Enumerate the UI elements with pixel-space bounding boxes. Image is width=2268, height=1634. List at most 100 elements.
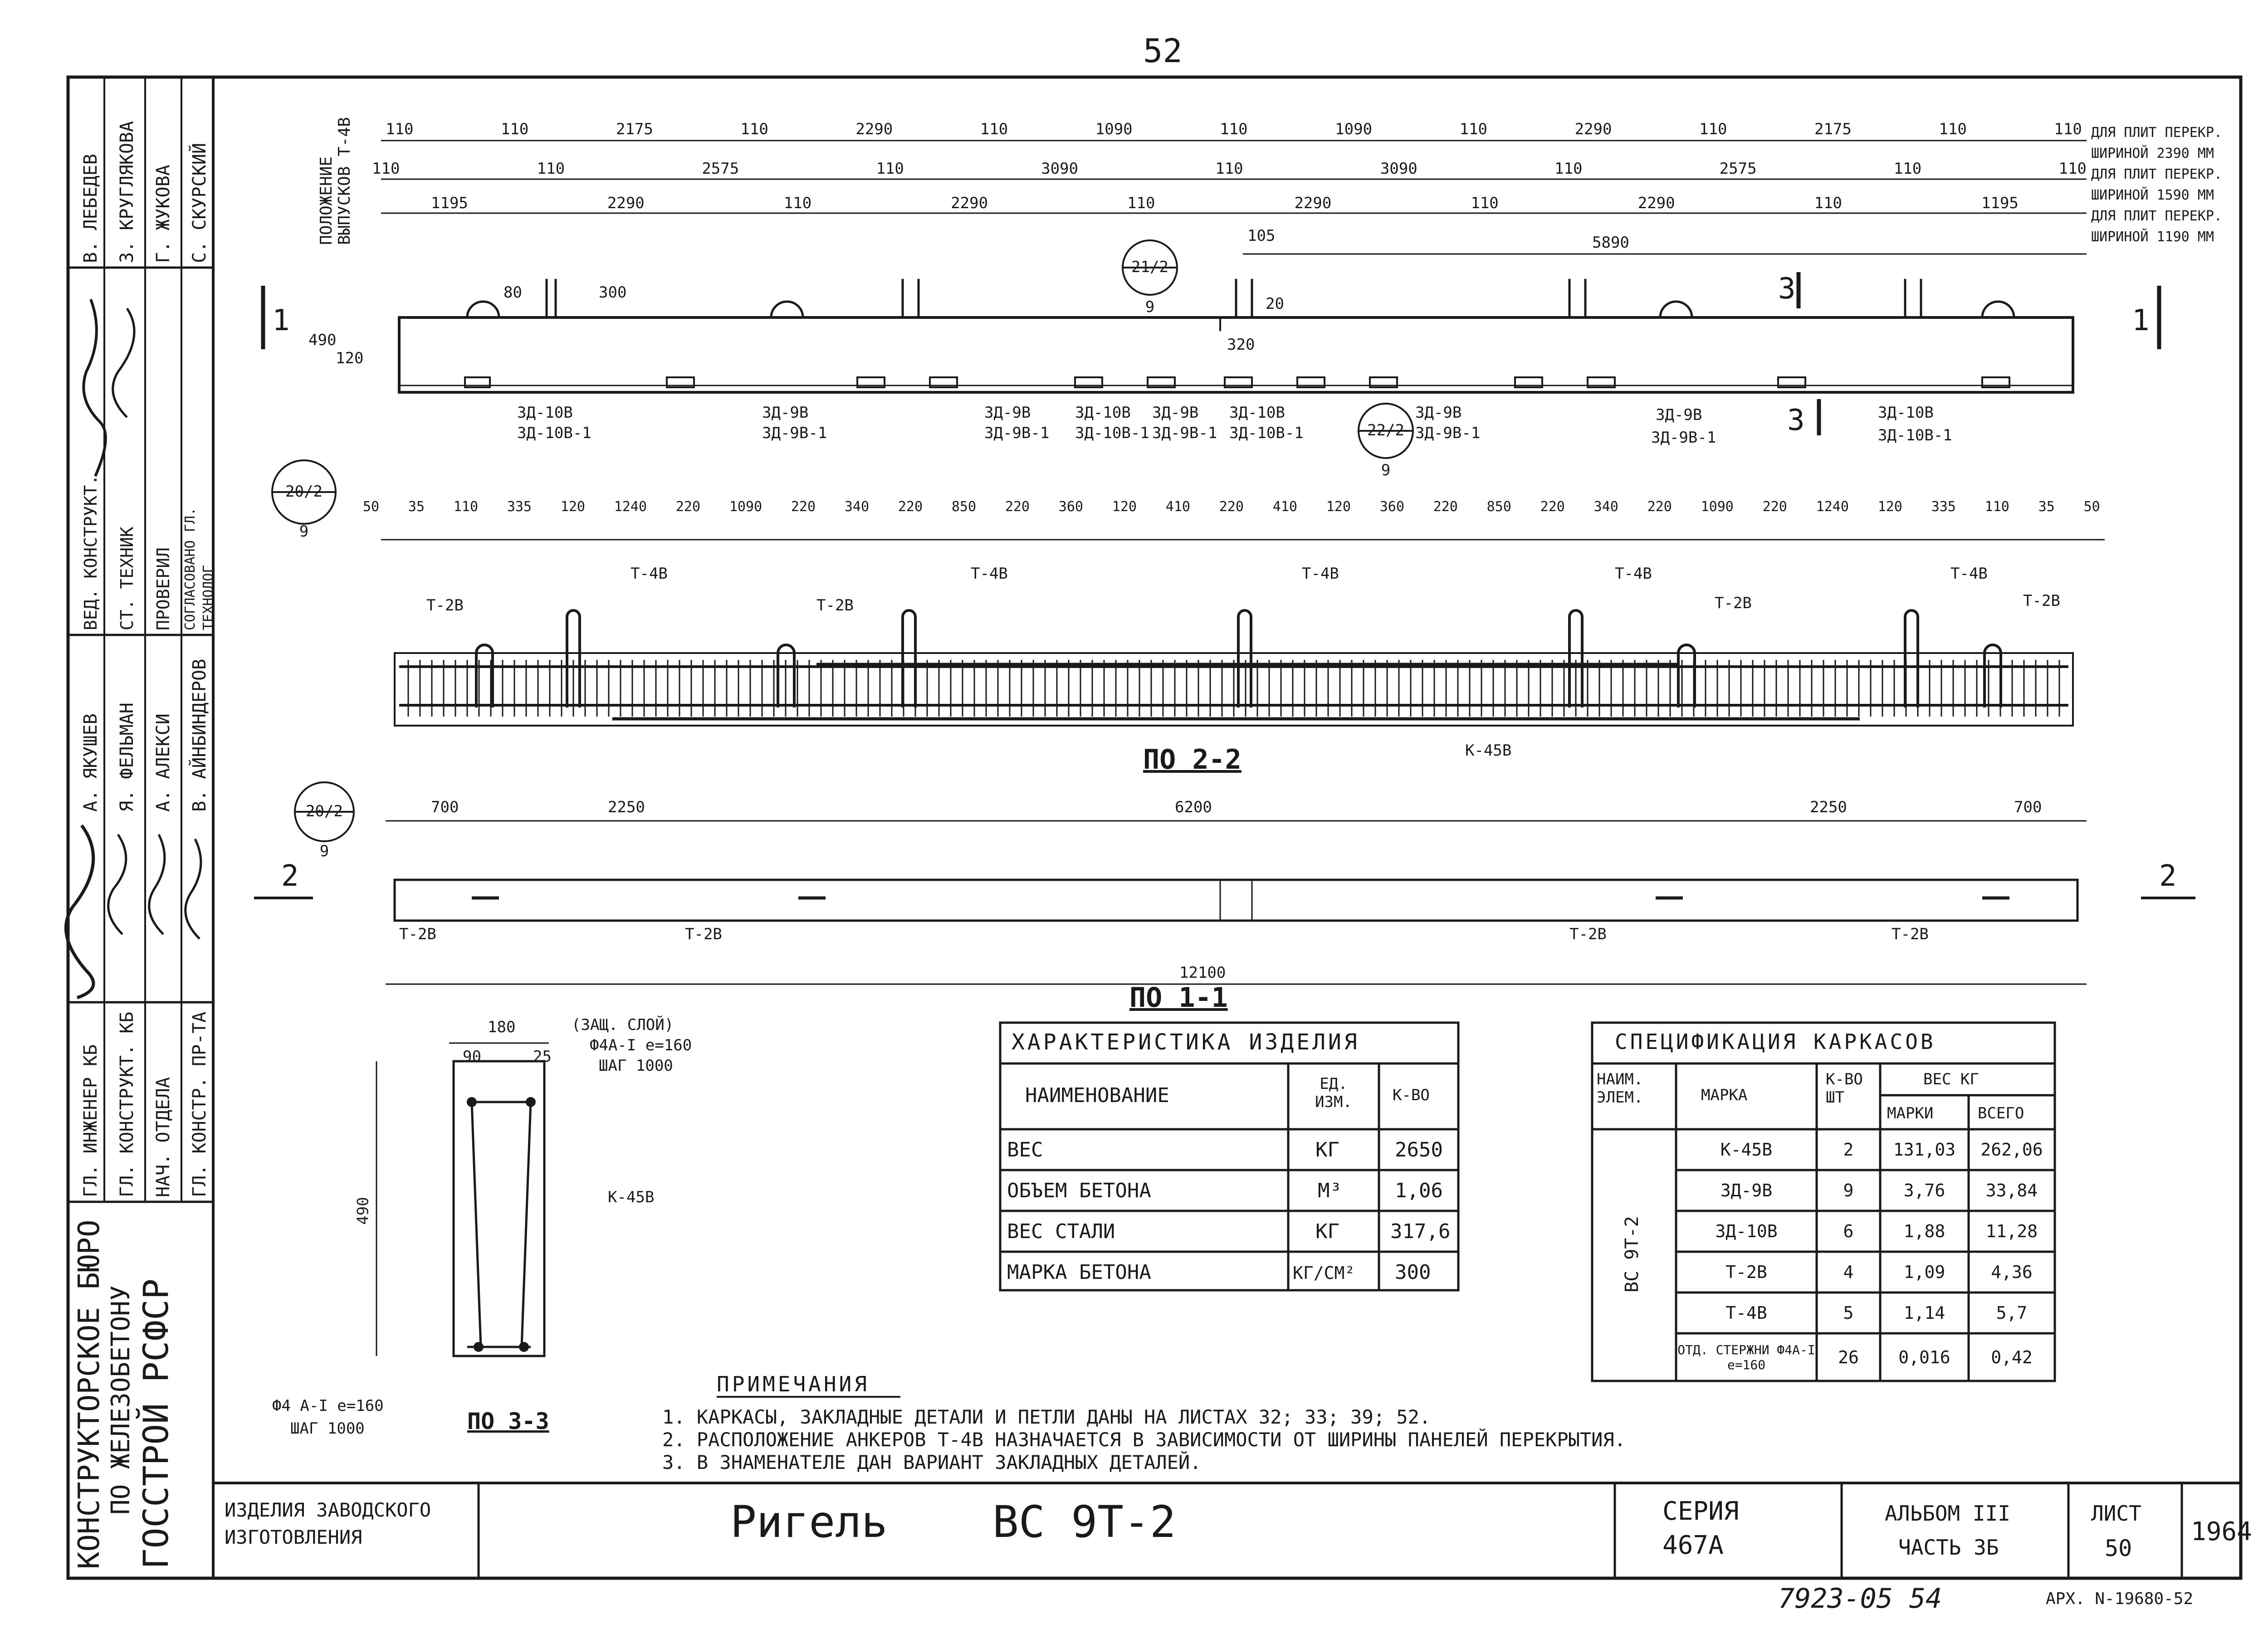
sec-dim-490: 490 xyxy=(354,1197,372,1225)
dim: 3090 xyxy=(1041,160,1078,178)
cage-label: Т-4В xyxy=(1302,565,1339,583)
height-80: 80 xyxy=(503,283,522,302)
part-label: ЗД-9В xyxy=(1656,406,1702,424)
part-label: ЗД-10В xyxy=(1075,404,1131,422)
height-300: 300 xyxy=(599,283,627,302)
spec-cell: 262,06 xyxy=(1980,1140,2043,1160)
approval-role: ВЕД. КОНСТРУКТ. xyxy=(81,474,101,630)
dim-5890: 5890 xyxy=(1592,234,1629,252)
dim: 120 xyxy=(560,499,585,515)
char-cell: 1,06 xyxy=(1395,1179,1443,1202)
note-item: 1. КАРКАСЫ, ЗАКЛАДНЫЕ ДЕТАЛИ И ПЕТЛИ ДАН… xyxy=(662,1406,1431,1428)
spec-cell: 26 xyxy=(1838,1347,1859,1367)
spec-cell: 5,7 xyxy=(1996,1303,2028,1323)
section-mark-1-left: 1 xyxy=(272,304,290,337)
approval-name: В. АЙНБИНДЕРОВ xyxy=(189,658,210,812)
part-label: ЗД-9В-1 xyxy=(1152,424,1217,442)
dim: 220 xyxy=(1540,499,1565,515)
dim: 2290 xyxy=(1574,120,1612,138)
dim: 110 xyxy=(1699,120,1727,138)
char-cell: 300 xyxy=(1395,1261,1431,1284)
spec-cell: 33,84 xyxy=(1985,1180,2038,1200)
dim: 2290 xyxy=(855,120,893,138)
approval-name: Г. ЖУКОВА xyxy=(153,165,174,263)
dim: 2290 xyxy=(951,194,988,212)
part-label: ЗД-10В-1 xyxy=(1075,424,1149,442)
side-label: Т-2В xyxy=(399,925,436,943)
spec-cell: 4 xyxy=(1843,1262,1854,1282)
dim: 1240 xyxy=(1816,499,1849,515)
width-note: ДЛЯ ПЛИТ ПЕРЕКР. ШИРИНОЙ 1190 ММ xyxy=(2091,208,2222,245)
part-label: ЗД-9В-1 xyxy=(1415,424,1481,442)
approval-names-upper: В. ЛЕБЕДЕВ З. КРУГЛЯКОВА Г. ЖУКОВА С. СК… xyxy=(73,82,218,263)
dim: 110 xyxy=(1893,160,1922,178)
dim: 850 xyxy=(1486,499,1511,515)
embedded-parts: ЗД-10В ЗД-10В-1 ЗД-9В ЗД-9В-1 ЗД-9В ЗД-9… xyxy=(517,404,1651,458)
notes-title: ПРИМЕЧАНИЯ xyxy=(717,1372,870,1396)
dim: 110 xyxy=(1939,120,1967,138)
section-mark-3-bottom: 3 xyxy=(1787,404,1805,437)
part-label: ЗД-10В xyxy=(1878,404,1934,422)
spec-h: НАИМ. ЭЛЕМ. xyxy=(1597,1070,1643,1107)
width-notes: ДЛЯ ПЛИТ ПЕРЕКР. ШИРИНОЙ 2390 ММ ДЛЯ ПЛИ… xyxy=(2091,122,2236,248)
dim: 110 xyxy=(2058,160,2087,178)
archive-number: 7923-05 54 xyxy=(1778,1583,1942,1614)
spec-cell: 1,09 xyxy=(1903,1262,1945,1282)
char-cell: КГ/СМ² xyxy=(1293,1263,1355,1283)
sec-dim-90: 90 xyxy=(463,1048,481,1066)
side-dim: 2250 xyxy=(1810,798,1847,816)
dim: 1195 xyxy=(1981,194,2019,212)
cage-label: Т-4В xyxy=(1950,565,1988,583)
spec-cell: 9 xyxy=(1843,1180,1854,1200)
spec-element: ВС 9Т-2 xyxy=(1622,1216,1642,1293)
release-position-label: ПОЛОЖЕНИЕ ВЫПУСКОВ Т-4В xyxy=(317,117,354,245)
side-label: Т-2В xyxy=(685,925,722,943)
spec-cell: ЗД-10В xyxy=(1715,1221,1778,1241)
spec-cell: К-45В xyxy=(1720,1140,1773,1160)
side-label: Т-2В xyxy=(1892,925,1929,943)
dim: 410 xyxy=(1272,499,1297,515)
dim-105: 105 xyxy=(1247,227,1276,245)
part-label: ЗД-10В-1 xyxy=(1878,426,1952,444)
spec-h: МАРКИ xyxy=(1887,1104,1934,1122)
dim: 120 xyxy=(1326,499,1351,515)
spec-cell: 131,03 xyxy=(1893,1140,1956,1160)
spec-cell: 0,42 xyxy=(1991,1347,2033,1367)
dim: 120 xyxy=(1877,499,1902,515)
cage-label: Т-2В xyxy=(426,596,464,615)
char-cell: 2650 xyxy=(1395,1138,1443,1161)
dim: 220 xyxy=(791,499,816,515)
height-20: 20 xyxy=(1266,295,1284,313)
dim: 110 xyxy=(537,160,565,178)
char-cell: 317,6 xyxy=(1390,1220,1451,1243)
dim: 110 xyxy=(1220,120,1248,138)
dim: 335 xyxy=(1931,499,1956,515)
approval-role: ГЛ. КОНСТРУКТ. КБ xyxy=(117,1011,137,1197)
dim: 2290 xyxy=(607,194,645,212)
spec-h: ВЕС КГ xyxy=(1923,1070,1979,1088)
album-part: ЧАСТЬ 3Б xyxy=(1898,1535,1999,1560)
spec-cell: 0,016 xyxy=(1898,1347,1950,1367)
notes-list: 1. КАРКАСЫ, ЗАКЛАДНЫЕ ДЕТАЛИ И ПЕТЛИ ДАН… xyxy=(662,1406,1796,1474)
spec-row: ОТД. СТЕРЖНИ Ф4А-I е=160 26 0,016 0,42 xyxy=(1676,1333,2055,1381)
series-label: СЕРИЯ xyxy=(1662,1497,1739,1526)
cage-label: Т-4В xyxy=(631,565,668,583)
section-mark-3-top: 3 xyxy=(1778,272,1796,306)
dim: 110 xyxy=(1984,499,2009,515)
dim: 220 xyxy=(898,499,923,515)
year: 1964 xyxy=(2191,1517,2252,1546)
char-cell: МАРКА БЕТОНА xyxy=(1007,1261,1151,1284)
dim: 110 xyxy=(2054,120,2082,138)
dim: 1090 xyxy=(729,499,763,515)
dim: 360 xyxy=(1379,499,1404,515)
dim: 3090 xyxy=(1380,160,1418,178)
approval-name: А. ЯКУШЕВ xyxy=(80,713,101,812)
char-cell: КГ xyxy=(1315,1220,1339,1243)
caption-2-2: ПО 2-2 xyxy=(1143,744,1242,776)
approval-names-lower: А. ЯКУШЕВ Я. ФЕЛЬМАН А. АЛЕКСИ В. АЙНБИН… xyxy=(73,635,218,812)
char-h-unit: ЕД. ИЗМ. xyxy=(1315,1075,1352,1111)
char-h-name: НАИМЕНОВАНИЕ xyxy=(1025,1084,1169,1107)
part-label: ЗД-9В-1 xyxy=(762,424,827,442)
char-cell: ОБЪЕМ БЕТОНА xyxy=(1007,1179,1151,1202)
